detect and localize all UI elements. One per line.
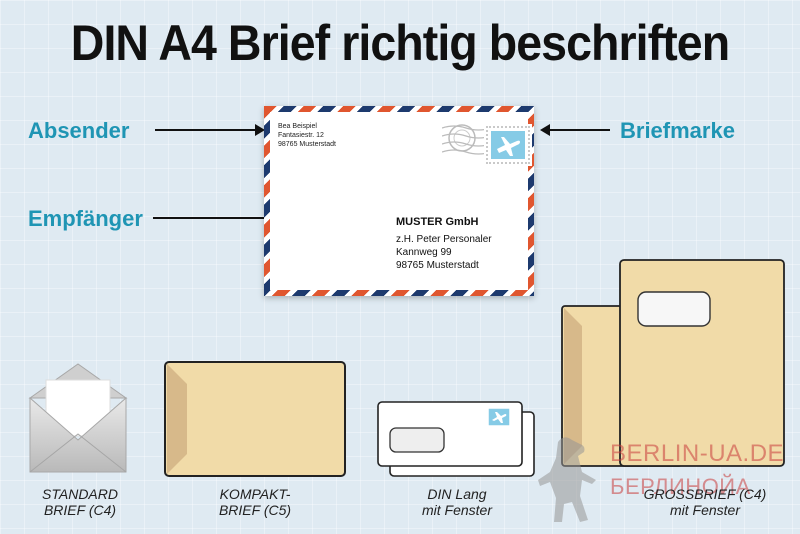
sender-line: 98765 Musterstadt (278, 141, 336, 148)
arrow-to-stamp (540, 124, 610, 136)
watermark-line1: BERLIN-UA.DE (610, 440, 785, 467)
airplane-icon (497, 137, 520, 156)
caption-line: KOMPAKT- (219, 486, 291, 502)
page-title: DIN A4 Brief richtig beschriften (70, 15, 730, 71)
caption-dinlang: DIN Lang mit Fenster (392, 486, 522, 518)
airmail-letter: Bea Beispiel Fantasiestr. 12 98765 Muste… (264, 106, 534, 296)
recipient-address: MUSTER GmbH z.H. Peter Personaler Kannwe… (396, 216, 492, 272)
stamp (486, 126, 530, 164)
envelope-standard-icon (28, 363, 128, 473)
label-absender: Absender (28, 118, 130, 143)
recipient-line: 98765 Musterstadt (396, 260, 479, 271)
recipient-line: z.H. Peter Personaler (396, 234, 492, 245)
sender-address: Bea Beispiel Fantasiestr. 12 98765 Muste… (278, 122, 336, 149)
postmark-icon (442, 124, 492, 155)
recipient-line: Kannweg 99 (396, 247, 452, 258)
caption-line: mit Fenster (421, 502, 492, 518)
arrow-to-sender (155, 124, 265, 136)
caption-line: BRIEF (C5) (218, 502, 292, 518)
watermark-line2: БЕРЛИНОЙА (610, 474, 751, 499)
sender-line: Fantasiestr. 12 (278, 132, 324, 139)
caption-line: BRIEF (C4) (43, 502, 117, 518)
sender-line: Bea Beispiel (278, 123, 317, 130)
envelope-grossbrief-icon (561, 259, 785, 467)
caption-grossbrief: GROSSBRIEF (C4) mit Fenster (630, 486, 780, 518)
berlin-bear-icon (538, 437, 596, 522)
caption-line: DIN Lang (427, 486, 487, 502)
caption-kompakt: KOMPAKT- BRIEF (C5) (190, 486, 320, 518)
envelope-kompakt-icon (164, 361, 346, 477)
label-briefmarke: Briefmarke (620, 118, 735, 143)
envelope-dinlang-icon (377, 401, 535, 477)
caption-line: GROSSBRIEF (C4) (643, 486, 767, 502)
caption-line: STANDARD (42, 486, 118, 502)
recipient-company: MUSTER GmbH (396, 216, 479, 228)
caption-line: mit Fenster (669, 502, 740, 518)
caption-standard: STANDARD BRIEF (C4) (15, 486, 145, 518)
label-empfaenger: Empfänger (28, 206, 143, 231)
